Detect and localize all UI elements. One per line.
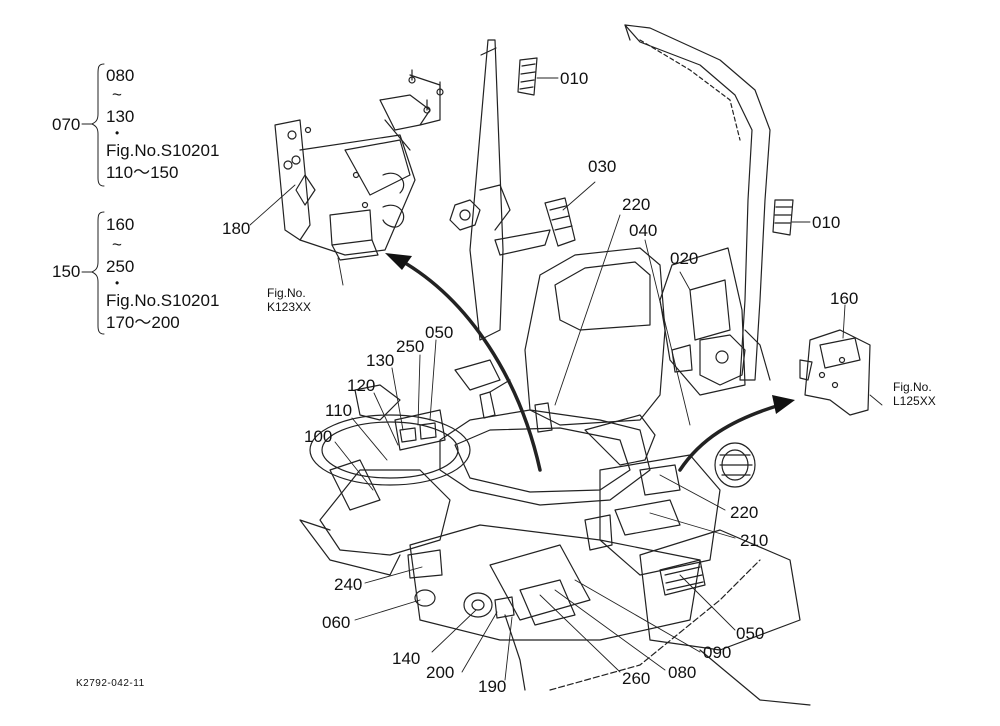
callout-060: 060 xyxy=(322,613,351,632)
callout-010-top: 010 xyxy=(560,69,589,88)
legend-brace-070 xyxy=(81,63,105,187)
legend-line: ~ xyxy=(112,235,122,254)
legend-line: 080 xyxy=(106,66,135,85)
rops-label-right xyxy=(772,199,794,236)
legend-line: 110～150 xyxy=(106,163,179,182)
callout-030: 030 xyxy=(588,157,617,176)
operator-seat xyxy=(439,247,666,506)
callout-220-upper: 220 xyxy=(622,195,651,214)
callout-050-upper: 050 xyxy=(425,323,454,342)
callout-090: 090 xyxy=(703,643,732,662)
leader-lines xyxy=(249,77,883,681)
legend-line: • xyxy=(115,276,120,290)
legend-line: 130 xyxy=(106,107,135,126)
drawing-code: K2792-042-11 xyxy=(76,678,145,689)
callout-180: 180 xyxy=(222,219,251,238)
callout-140: 140 xyxy=(392,649,421,668)
seatbelt-warning-label xyxy=(544,197,576,247)
deck-and-pedals xyxy=(407,524,761,691)
legend-line: • xyxy=(115,126,120,140)
figure-ref-line: Fig.No. xyxy=(267,286,306,300)
rops-label-top xyxy=(517,57,538,96)
callout-080: 080 xyxy=(668,663,697,682)
rops-hinge-right xyxy=(699,329,771,386)
legend-line: 250 xyxy=(106,257,135,276)
figure-ref-line: Fig.No. xyxy=(893,380,932,394)
callout-240: 240 xyxy=(334,575,363,594)
rops-frame xyxy=(469,24,771,381)
rops-hinge-left xyxy=(449,184,551,256)
callout-220-lower: 220 xyxy=(730,503,759,522)
callout-010-right: 010 xyxy=(812,213,841,232)
callout-130: 130 xyxy=(366,351,395,370)
callout-200: 200 xyxy=(426,663,455,682)
legend-brace-150 xyxy=(81,211,105,335)
callout-120: 120 xyxy=(347,376,376,395)
legend-line: Fig.No.S10201 xyxy=(106,141,220,160)
callout-160: 160 xyxy=(830,289,859,308)
legend-line: 170～200 xyxy=(106,313,180,332)
callout-100: 100 xyxy=(304,427,333,446)
figure-ref-line: K123XX xyxy=(267,300,312,314)
legend-key-070: 070 xyxy=(52,115,81,134)
callout-190: 190 xyxy=(478,677,507,696)
legend-line: 160 xyxy=(106,215,135,234)
legend-line: ~ xyxy=(112,85,122,104)
callout-050-lower: 050 xyxy=(736,624,765,643)
seat-bracket-assembly xyxy=(274,69,444,261)
rear-fender xyxy=(639,529,811,706)
figure-ref-l125xx: Fig.No. L125XX xyxy=(893,380,936,408)
figure-ref-k123xx: Fig.No. K123XX xyxy=(267,286,311,314)
callout-110: 110 xyxy=(325,401,353,420)
legend-line: Fig.No.S10201 xyxy=(106,291,220,310)
callout-250: 250 xyxy=(396,337,425,356)
callout-260: 260 xyxy=(622,669,651,688)
control-bracket-assembly xyxy=(799,329,871,416)
callout-020: 020 xyxy=(670,249,699,268)
callout-210: 210 xyxy=(740,531,769,550)
fender-panel xyxy=(659,247,746,396)
callout-040: 040 xyxy=(629,221,658,240)
legend-key-150: 150 xyxy=(52,262,81,281)
reference-arrow-right xyxy=(678,395,795,472)
figure-ref-line: L125XX xyxy=(893,394,936,408)
seat-belt xyxy=(479,379,553,433)
reference-arrow-left xyxy=(385,253,542,472)
steering-column xyxy=(299,384,471,576)
